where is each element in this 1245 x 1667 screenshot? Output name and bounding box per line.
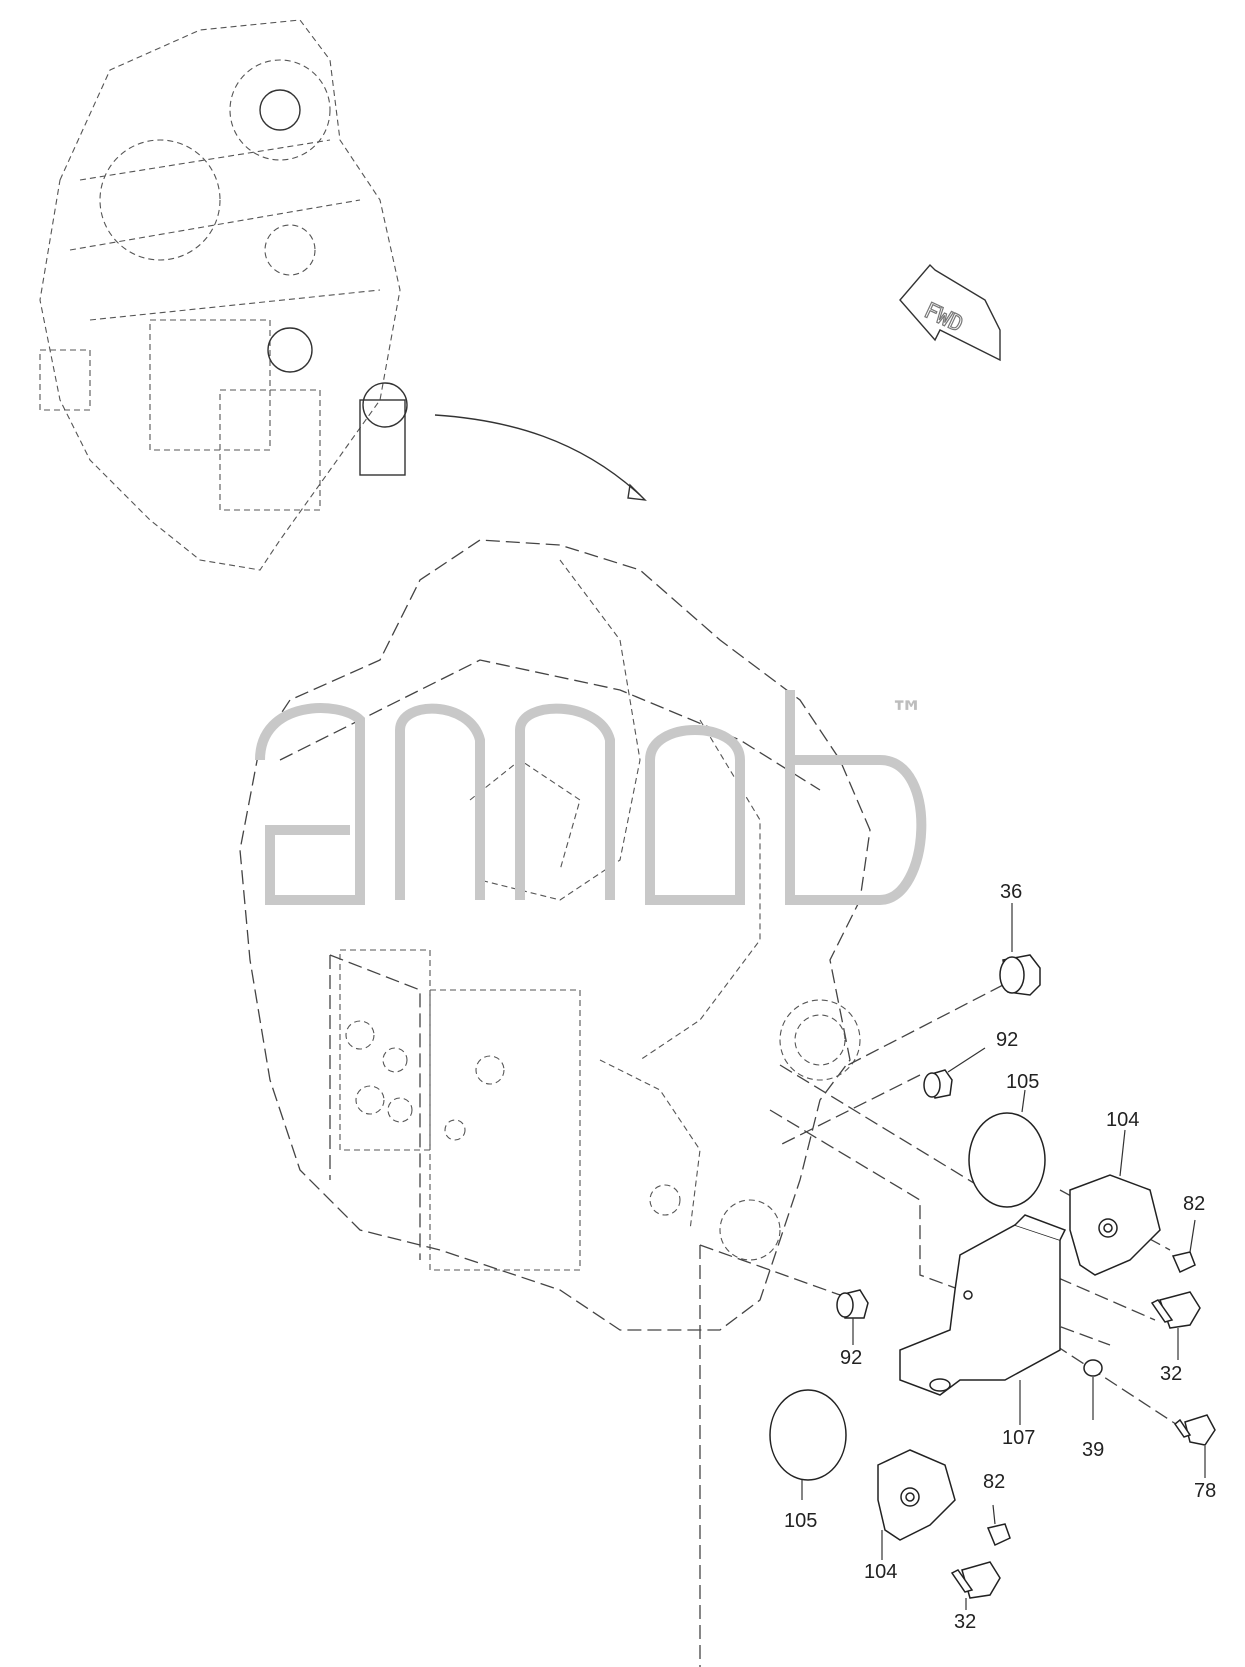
callout-78: 78 (1194, 1480, 1216, 1502)
part-104-cover-lower (877, 1449, 956, 1541)
callout-92-upper: 92 (996, 1029, 1018, 1051)
watermark-logo: ™ (255, 690, 927, 905)
transmission-housing (239, 539, 871, 1331)
callout-82-lower: 82 (983, 1471, 1005, 1493)
part-82-bolt-lower (986, 1523, 1011, 1547)
part-105-o-ring-lower (769, 1389, 847, 1481)
trademark-symbol: ™ (890, 694, 924, 734)
part-32-bolt-lower (950, 1561, 1001, 1599)
part-32-bolt-upper (1150, 1291, 1201, 1329)
part-105-o-ring-upper (968, 1112, 1046, 1208)
assembly-lines (699, 984, 1186, 1667)
callout-105-upper: 105 (1006, 1071, 1039, 1093)
part-39-washer (1083, 1359, 1103, 1377)
callout-104-upper: 104 (1106, 1109, 1139, 1131)
callout-32-lower: 32 (954, 1611, 976, 1633)
callout-32-upper: 32 (1160, 1363, 1182, 1385)
callout-36: 36 (1000, 881, 1022, 903)
callout-107: 107 (1002, 1427, 1035, 1449)
callout-82-upper: 82 (1183, 1193, 1205, 1215)
fwd-direction-icon: FWD (899, 263, 1001, 362)
part-107-bracket (899, 1214, 1067, 1396)
part-92-plug-upper (923, 1069, 953, 1099)
part-36-plug (999, 954, 1041, 996)
part-92-plug-lower (836, 1289, 869, 1319)
overview-transmission (39, 19, 408, 571)
callout-105-lower: 105 (784, 1510, 817, 1532)
part-82-bolt-upper (1171, 1251, 1196, 1274)
reference-arrow (434, 414, 641, 496)
callout-39: 39 (1082, 1439, 1104, 1461)
callouts: 36 92 105 104 82 32 92 107 39 78 105 82 … (784, 881, 1216, 1633)
part-78-bolt (1173, 1414, 1216, 1446)
callout-leaders (801, 903, 1206, 1610)
callout-92-lower: 92 (840, 1347, 862, 1369)
part-104-cover-upper (1069, 1174, 1161, 1276)
callout-104-lower: 104 (864, 1561, 897, 1583)
